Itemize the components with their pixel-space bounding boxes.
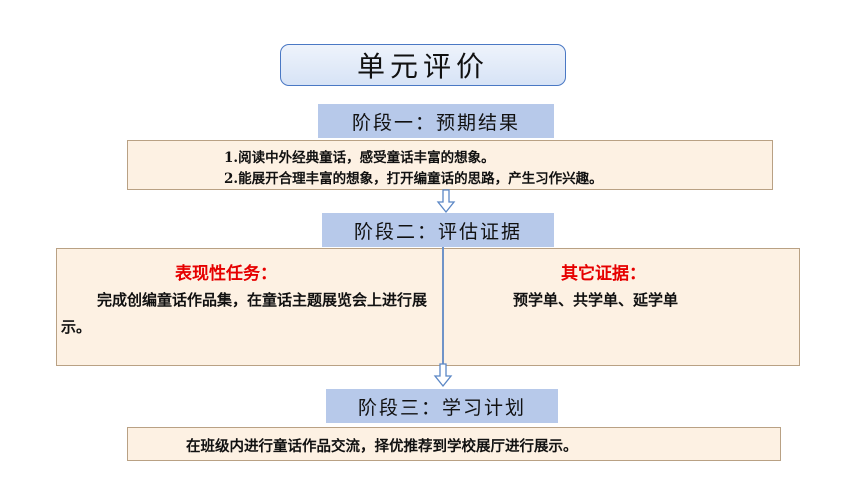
stage-two-panel: 表现性任务： 完成创编童话作品集，在童话主题展览会上进行展示。 其它证据： 预学… [56,248,800,366]
stage-three-panel: 在班级内进行童话作品交流，择优推荐到学校展厅进行展示。 [127,427,781,461]
down-arrow-icon [436,189,456,214]
stage-two-label: 阶段二：评估证据 [322,213,554,247]
down-arrow-icon [433,363,453,388]
other-evidence-text: 预学单、共学单、延学单 [513,291,679,309]
stage-one-panel: 1.阅读中外经典童话，感受童话丰富的想象。 2.能展开合理丰富的想象，打开编童话… [127,140,773,190]
stage-one-label: 阶段一：预期结果 [318,104,554,138]
stage-one-line-2: 2.能展开合理丰富的想象，打开编童话的思路，产生习作兴趣。 [224,171,603,187]
vertical-connector [442,247,444,369]
performance-task-text: 完成创编童话作品集，在童话主题展览会上进行展示。 [61,291,428,336]
stage-three-text: 在班级内进行童话作品交流，择优推荐到学校展厅进行展示。 [186,438,578,455]
stage-three-label: 阶段三：学习计划 [326,389,558,423]
unit-evaluation-title: 单元评价 [280,44,566,86]
stage-one-line-1: 1.阅读中外经典童话，感受童话丰富的想象。 [224,150,495,166]
performance-task-heading: 表现性任务： [175,264,277,284]
other-evidence-heading: 其它证据： [561,264,646,284]
